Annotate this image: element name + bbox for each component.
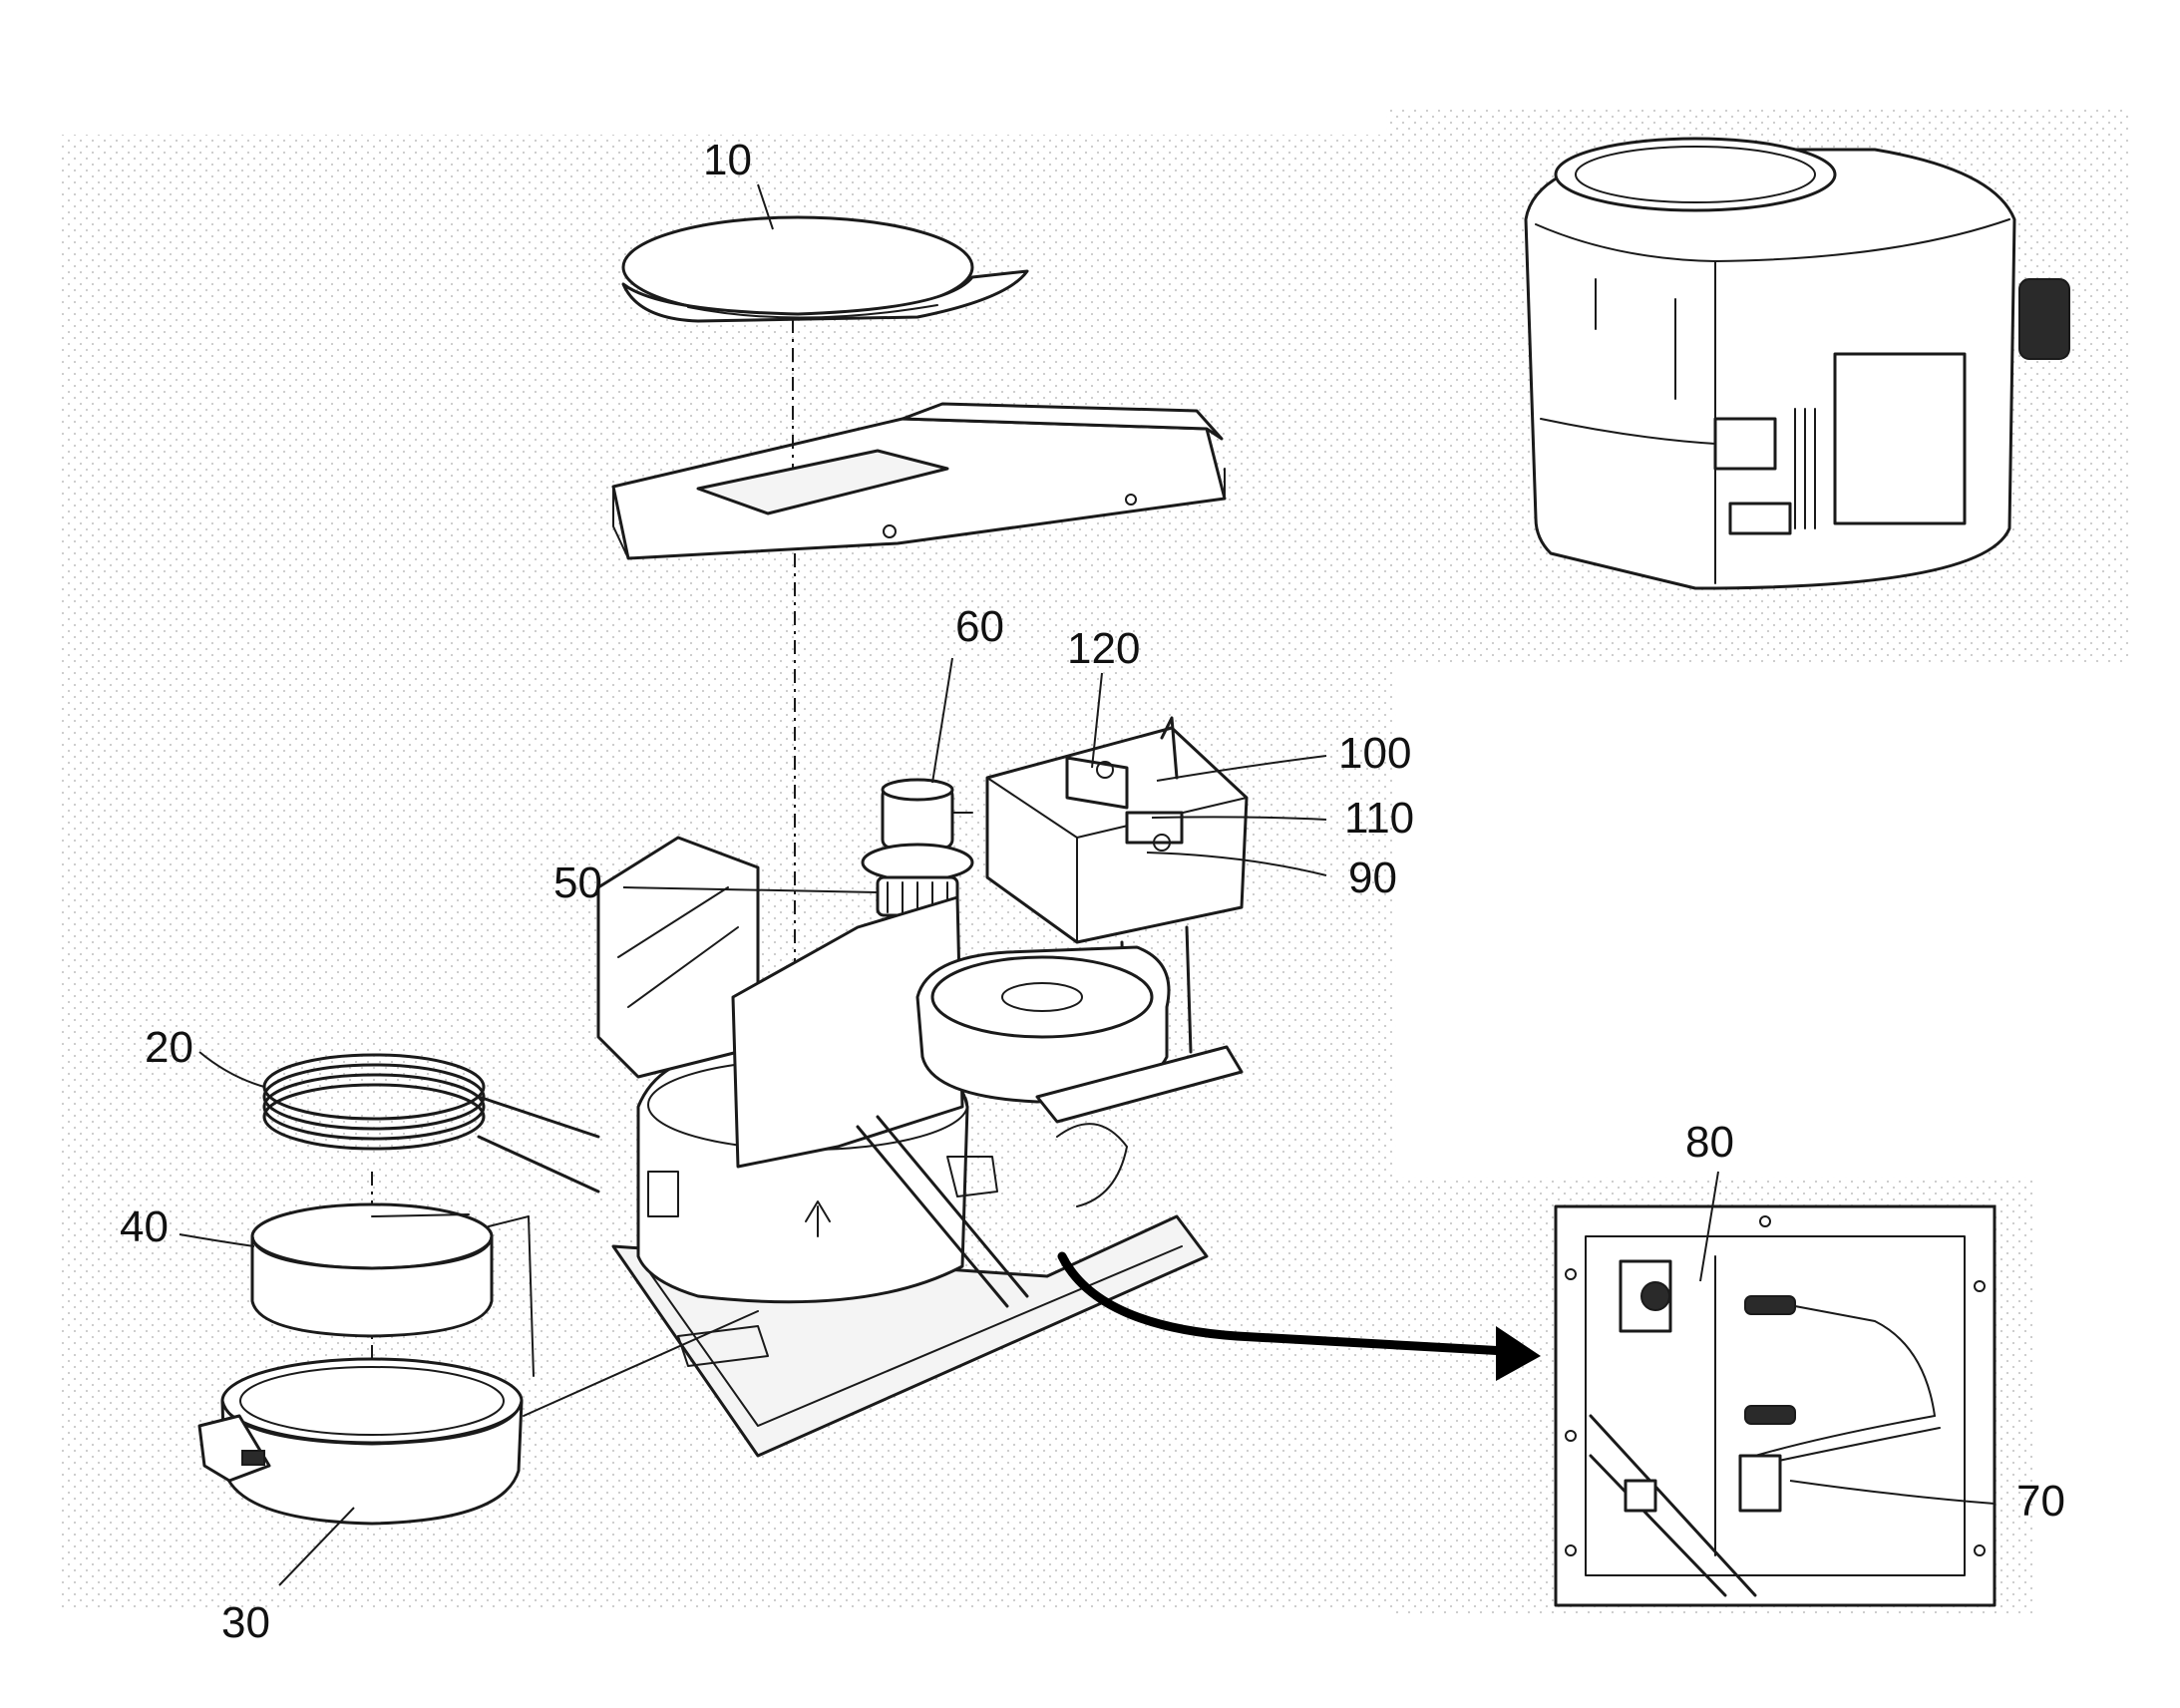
label-100: 100: [1338, 729, 1411, 778]
toilet-seat-ring: [611, 402, 1227, 560]
seat-lid-assembly: [621, 215, 1029, 323]
label-120: 120: [1067, 624, 1140, 673]
label-20: 20: [145, 1023, 193, 1072]
container-ring: [250, 1202, 535, 1377]
label-90: 90: [1348, 854, 1397, 902]
reference-labels: 10 20 30 40 50 60 70 80 90 100 110 120: [120, 136, 2065, 1647]
assembled-toilet-view: [1524, 137, 2070, 590]
main-frame-body: [596, 836, 1244, 1458]
detail-arrow: [1057, 1251, 1541, 1381]
label-40: 40: [120, 1202, 169, 1251]
label-60: 60: [955, 602, 1004, 651]
leader-lines: [179, 183, 1996, 1586]
label-110: 110: [1344, 794, 1414, 843]
label-50: 50: [553, 858, 602, 907]
label-10: 10: [703, 136, 752, 184]
wiring-detail-inset: [1554, 1204, 1997, 1607]
label-30: 30: [221, 1598, 270, 1647]
label-70: 70: [2016, 1477, 2065, 1526]
label-80: 80: [1685, 1118, 1734, 1167]
base-tray: [197, 1310, 759, 1526]
